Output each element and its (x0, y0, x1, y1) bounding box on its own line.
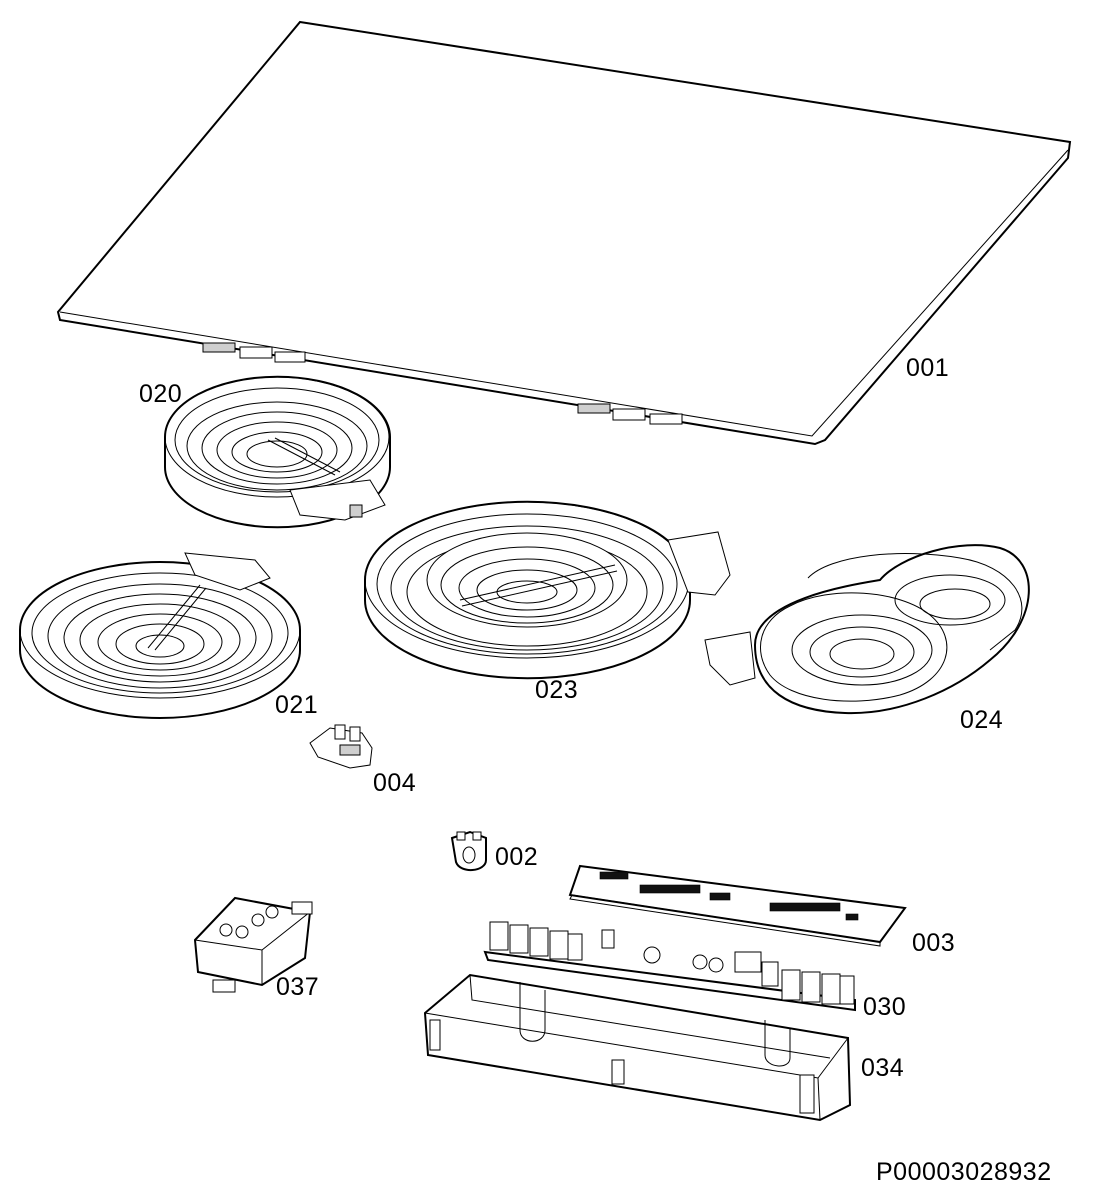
label-021: 021 (275, 691, 319, 719)
part-037-terminal-block (193, 896, 313, 993)
label-020: 020 (139, 380, 183, 408)
label-003: 003 (912, 929, 956, 957)
part-034-housing (423, 973, 852, 1122)
part-020-heater (164, 375, 391, 529)
label-004: 004 (373, 769, 417, 797)
drawing-reference-number: P00003028932 (876, 1158, 1052, 1186)
part-023-heater (364, 500, 731, 680)
label-037: 037 (276, 973, 320, 1001)
label-030: 030 (863, 993, 907, 1021)
label-023: 023 (535, 676, 579, 704)
label-024: 024 (960, 706, 1004, 734)
label-002: 002 (495, 843, 539, 871)
part-030-power-board (483, 921, 856, 1012)
part-024-heater (704, 544, 1030, 715)
part-004-clip (309, 724, 373, 769)
label-034: 034 (861, 1054, 905, 1082)
label-001: 001 (906, 354, 950, 382)
part-002-cable-clip (450, 830, 487, 871)
part-021-heater (19, 552, 301, 719)
part-001-glass-top (56, 20, 1072, 446)
part-003-control-board (568, 864, 907, 947)
